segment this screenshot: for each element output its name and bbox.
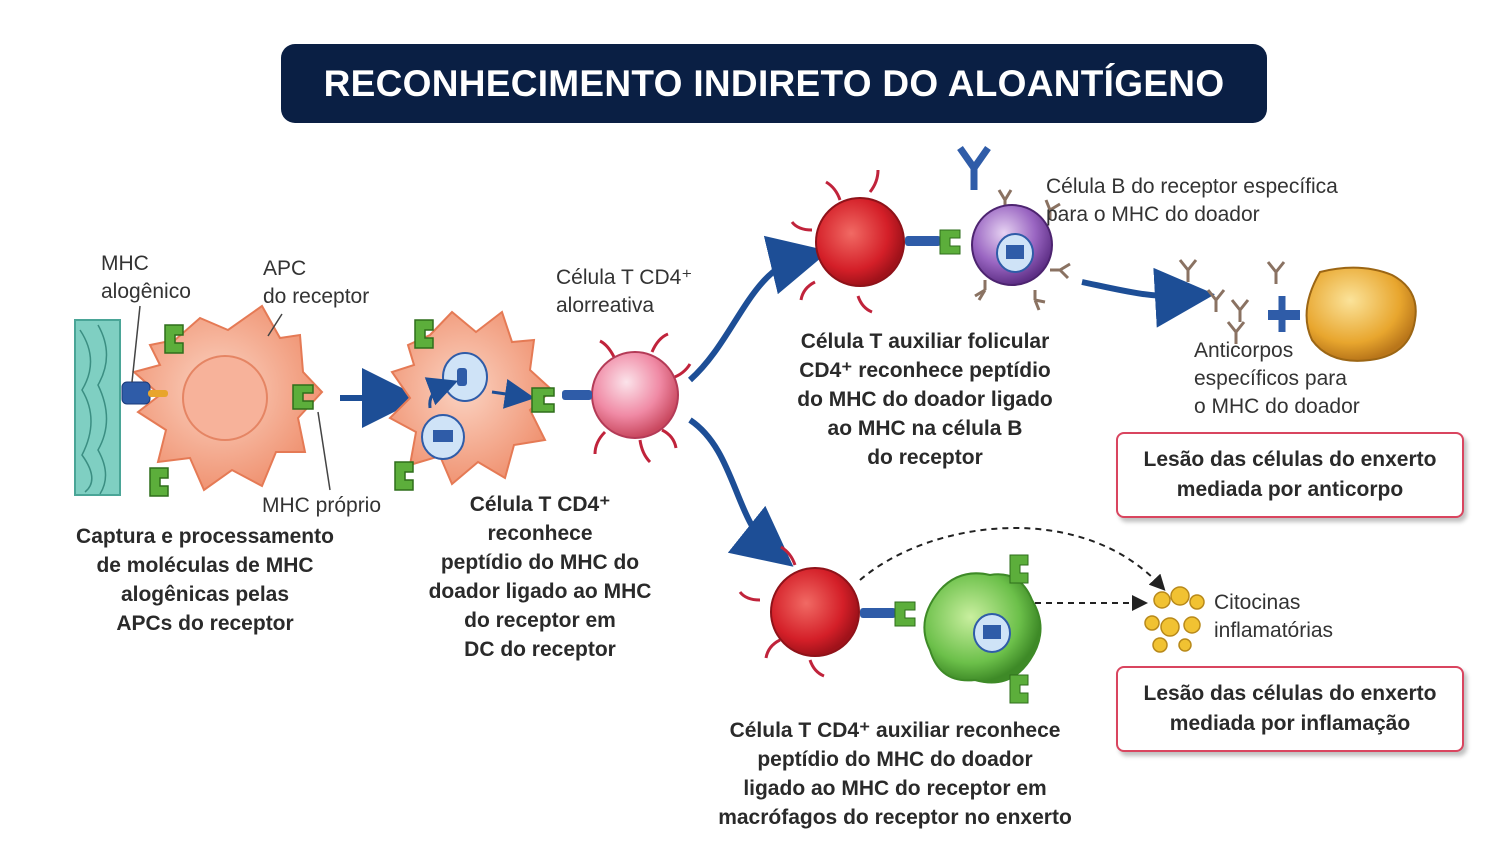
caption-reconhece-dc: Célula T CD4⁺ reconhece peptídio do MHC … bbox=[428, 493, 652, 661]
antibodies bbox=[1178, 259, 1286, 344]
mhc-on-dc bbox=[394, 319, 555, 491]
arrow-to-plasma bbox=[1081, 267, 1215, 328]
caption-captura: Captura e processamento de moléculas de … bbox=[76, 525, 334, 635]
outcome-anticorpo: Lesão das células do enxerto mediada por… bbox=[1116, 432, 1464, 518]
arrow-to-macrophage bbox=[688, 417, 794, 567]
label-apc-receptor: APC do receptor bbox=[263, 257, 370, 308]
b-cell bbox=[957, 145, 1071, 311]
title-banner: RECONHECIMENTO INDIRETO DO ALOANTÍGENO bbox=[281, 44, 1267, 123]
label-anticorpos: Anticorpos específicos para o MHC do doa… bbox=[1194, 339, 1360, 418]
label-mhc-alogenico: MHC alogênico bbox=[101, 252, 191, 303]
outcome-inflamacao: Lesão das células do enxerto mediada por… bbox=[1116, 666, 1464, 752]
leader-lines bbox=[131, 305, 331, 491]
caption-folicular: Célula T auxiliar folicular CD4⁺ reconhe… bbox=[797, 330, 1053, 469]
graft-tissue bbox=[74, 319, 121, 496]
plasma-cell bbox=[1268, 266, 1417, 362]
label-mhc-proprio: MHC próprio bbox=[262, 494, 382, 517]
dendritic-cell bbox=[388, 310, 554, 486]
mhc-alogenico-molecule bbox=[121, 381, 168, 405]
t-cell-auxiliar bbox=[738, 545, 916, 678]
mhc-proprio-molecule bbox=[149, 324, 314, 497]
macrophage bbox=[923, 554, 1042, 704]
label-celula-t-cd4: Célula T CD4⁺ alorreativa bbox=[556, 266, 693, 317]
label-citocinas: Citocinas inflamatórias bbox=[1214, 591, 1334, 642]
t-cell-folicular bbox=[790, 169, 961, 314]
label-celula-b: Célula B do receptor específica para o M… bbox=[1046, 175, 1338, 226]
dashed-arrow-cytokines-top bbox=[859, 526, 1166, 591]
arrow-to-follicular bbox=[688, 235, 830, 383]
page-title: RECONHECIMENTO INDIRETO DO ALOANTÍGENO bbox=[323, 62, 1225, 104]
cytokines bbox=[1144, 586, 1205, 653]
caption-macrofago: Célula T CD4⁺ auxiliar reconhece peptídi… bbox=[718, 719, 1072, 829]
t-cell-cd4-alorreativa bbox=[562, 332, 692, 464]
